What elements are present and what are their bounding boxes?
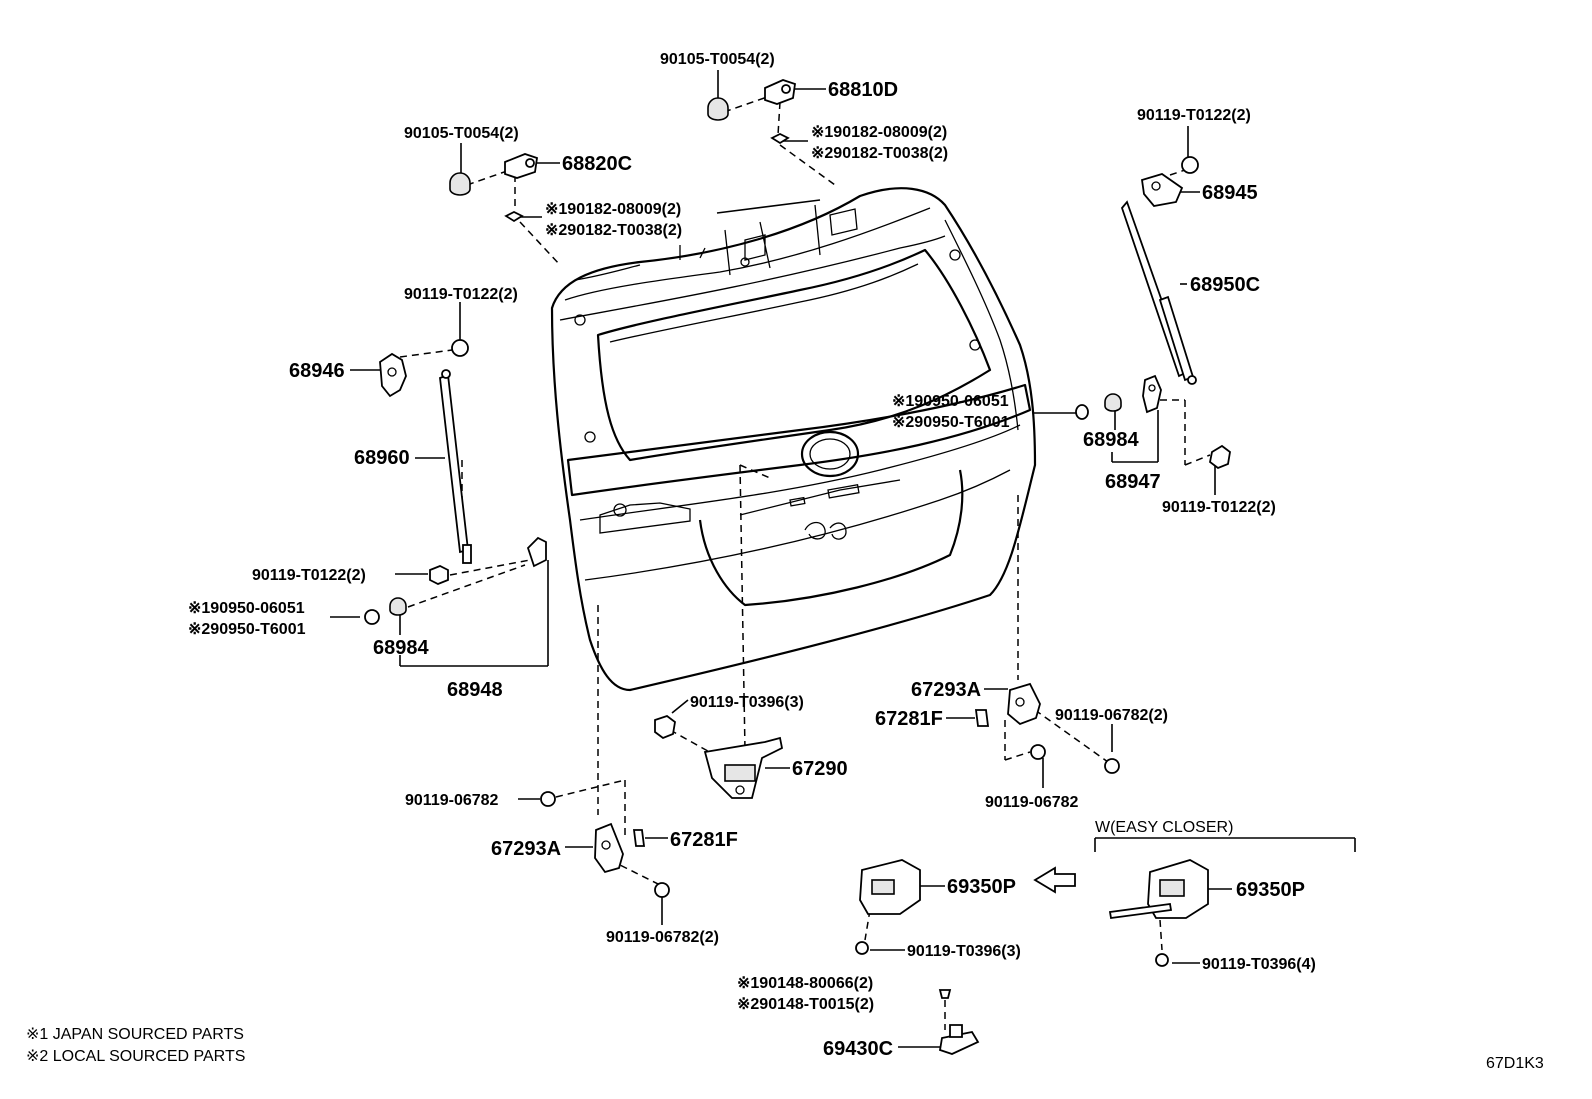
label-90182-T0038-left: ※290182-T0038(2): [545, 222, 682, 239]
label-69350P: 69350P: [947, 876, 1016, 898]
label-68984-left: 68984: [373, 637, 429, 659]
label-69350P-easy-closer: 69350P: [1236, 879, 1305, 901]
stay-68950C: [1120, 156, 1199, 385]
label-90119-06782-right: 90119-06782: [985, 794, 1079, 811]
label-68945: 68945: [1202, 182, 1258, 204]
label-90119-T0122-left-low: 90119-T0122(2): [252, 567, 366, 584]
part-shapes: [364, 79, 1231, 1055]
label-90148-T0015: ※290148-T0015(2): [737, 996, 874, 1013]
label-90148-80066: ※190148-80066(2): [737, 975, 873, 992]
label-90119-T0396-4-lock: 90119-T0396(4): [1202, 956, 1316, 973]
label-90119-T0396-latch: 90119-T0396(3): [690, 694, 804, 711]
switch-68820C: [449, 153, 538, 223]
label-90119-06782-2-right: 90119-06782(2): [1055, 707, 1168, 724]
label-90182-T0038-top: ※290182-T0038(2): [811, 145, 948, 162]
direction-arrow: [1033, 866, 1076, 894]
label-90950-T6001-right: ※290950-T6001: [892, 414, 1010, 431]
label-90105-T0054-left: 90105-T0054(2): [404, 125, 519, 142]
switch-68810D: [707, 79, 796, 145]
label-90105-T0054-top: 90105-T0054(2): [660, 51, 775, 68]
label-90119-06782-2-left: 90119-06782(2): [606, 929, 719, 946]
label-90119-T0122-right-top: 90119-T0122(2): [1137, 107, 1251, 124]
bracket-68948: [364, 536, 547, 625]
label-67290: 67290: [792, 758, 848, 780]
label-68820C: 68820C: [562, 153, 632, 175]
latch-67290: [654, 714, 784, 799]
label-90119-T0122-left-top: 90119-T0122(2): [404, 286, 518, 303]
bracket-68947: [1075, 374, 1231, 470]
label-90119-06782-left: 90119-06782: [405, 792, 499, 809]
label-68946: 68946: [289, 360, 345, 382]
label-90119-T0122-right-low: 90119-T0122(2): [1162, 499, 1276, 516]
label-easy-closer: W(EASY CLOSER): [1095, 819, 1233, 836]
back-door-panel: [550, 187, 1037, 692]
diagram-code: 67D1K3: [1486, 1055, 1544, 1072]
label-90182-08009-left: ※190182-08009(2): [545, 201, 681, 218]
lock-69350P: [855, 859, 921, 955]
lock-69350P-easy-closer: [1108, 859, 1209, 967]
label-90119-T0396-3-lock: 90119-T0396(3): [907, 943, 1021, 960]
label-90950-06051-left: ※190950-06051: [188, 600, 305, 617]
label-90182-08009-top: ※190182-08009(2): [811, 124, 947, 141]
stay-68960: [379, 339, 472, 564]
label-68960: 68960: [354, 447, 410, 469]
label-90950-T6001-left: ※290950-T6001: [188, 621, 306, 638]
hinge-67293A-left: [540, 791, 670, 898]
hinge-67293A-right: [974, 682, 1120, 774]
note-japan-sourced: ※1 JAPAN SOURCED PARTS: [26, 1026, 244, 1043]
label-67293A-right: 67293A: [911, 679, 981, 701]
label-67293A-left: 67293A: [491, 838, 561, 860]
label-68810D: 68810D: [828, 79, 898, 101]
striker-69430C: [938, 989, 980, 1055]
label-68948: 68948: [447, 679, 503, 701]
labels: 90105-T0054(2) 68810D ※190182-08009(2) ※…: [26, 51, 1544, 1072]
label-67281F-left: 67281F: [670, 829, 738, 851]
label-69430C: 69430C: [823, 1038, 893, 1060]
label-67281F-right: 67281F: [875, 708, 943, 730]
label-68947: 68947: [1105, 471, 1161, 493]
label-90950-06051-right: ※190950-06051: [892, 393, 1009, 410]
note-local-sourced: ※2 LOCAL SOURCED PARTS: [26, 1048, 245, 1065]
label-68984-right: 68984: [1083, 429, 1139, 451]
label-68950C: 68950C: [1190, 274, 1260, 296]
